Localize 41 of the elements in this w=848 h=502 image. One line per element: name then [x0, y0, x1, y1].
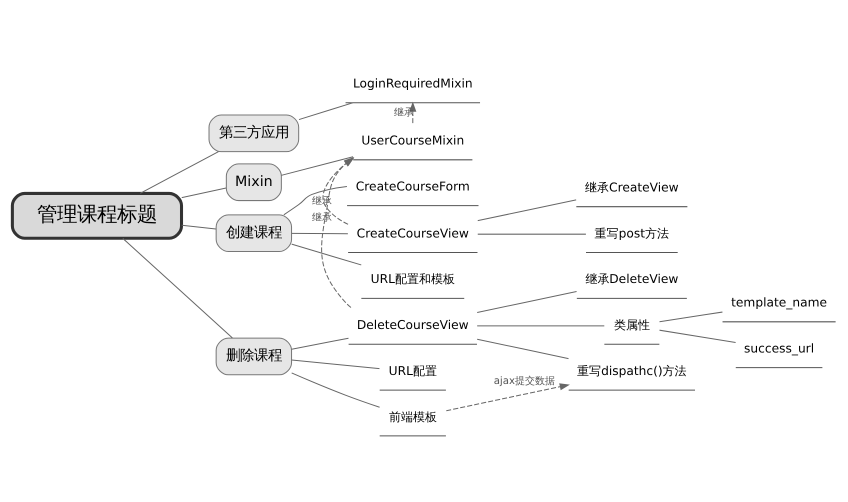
connector [292, 232, 348, 234]
edge-label: ajax提交数据 [494, 376, 556, 387]
connector [659, 330, 736, 343]
connector [140, 151, 219, 194]
node-text: 继承DeleteView [585, 272, 678, 286]
connector [478, 234, 586, 235]
connector [659, 312, 722, 322]
connector [182, 188, 226, 198]
node-box: 第三方应用 [208, 114, 300, 152]
connector [478, 199, 576, 222]
node-box: Mixin [226, 163, 282, 202]
node-box: 删除课程 [216, 338, 292, 376]
node-text: DeleteCourseView [356, 318, 469, 332]
node-text: 前端模板 [388, 410, 437, 424]
node-text: 类属性 [614, 318, 650, 332]
node-text: CreateCourseView [356, 226, 469, 240]
connector [292, 360, 380, 370]
connector [291, 372, 380, 408]
node-box: 创建课程 [216, 214, 292, 252]
connector [292, 244, 362, 266]
arrow [446, 383, 570, 412]
connector [477, 291, 577, 313]
connector [122, 238, 233, 338]
node-text: URL配置 [388, 364, 437, 378]
node-text: template_name [731, 296, 828, 310]
connector [298, 102, 353, 120]
connector [477, 325, 604, 326]
connector [284, 186, 347, 216]
node-text: URL配置和模板 [370, 272, 455, 286]
connector [477, 338, 569, 360]
node-text: LoginRequiredMixin [352, 76, 473, 91]
connector [292, 338, 349, 350]
connector [182, 224, 216, 230]
node-text: 继承CreateView [585, 180, 679, 194]
edge-label: 继承 [312, 212, 332, 224]
node-text: 重写post方法 [594, 226, 670, 240]
node-text: UserCourseMixin [361, 134, 464, 148]
node-box: 管理课程标题 [10, 192, 184, 240]
node-text: 重写dispathc()方法 [577, 364, 687, 378]
node-text: success_url [744, 341, 814, 356]
node-text: CreateCourseForm [356, 179, 470, 194]
